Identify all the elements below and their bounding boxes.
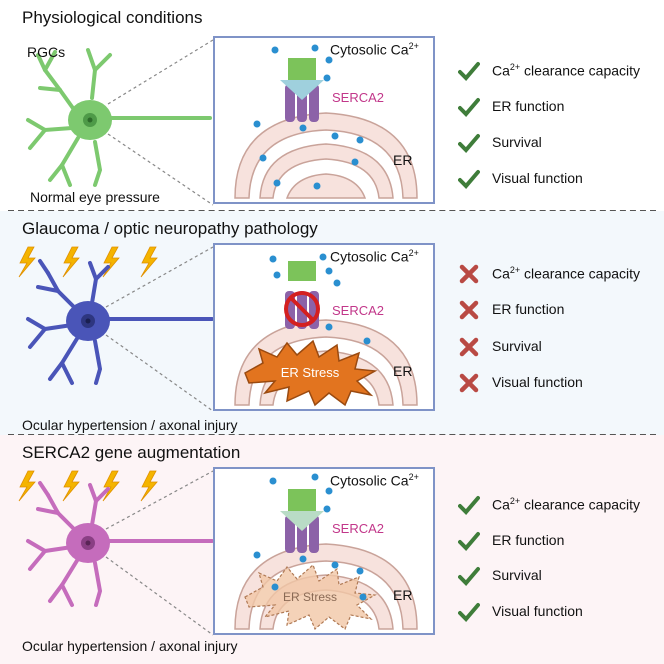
cytosolic-ca-label: Cytosolic Ca2+ — [330, 248, 419, 265]
outcome-visual-function: Visual function — [458, 372, 658, 394]
check-icon — [458, 98, 480, 117]
er-detail-box: Cytosolic Ca2+ SERCA2 ER — [213, 36, 435, 204]
outcome-survival: Survival — [458, 565, 658, 587]
outcome-ca-clearance: Ca2+ clearance capacity — [458, 494, 658, 516]
cytosolic-ca-label: Cytosolic Ca2+ — [330, 41, 419, 58]
outcome-ca-clearance: Ca2+ clearance capacity — [458, 263, 658, 285]
check-icon — [458, 603, 480, 622]
cross-icon — [459, 300, 479, 320]
er-schematic — [234, 253, 418, 407]
lightning-icon — [18, 470, 36, 502]
er-stress-label: ER Stress — [280, 365, 340, 380]
lightning-icon — [102, 246, 120, 278]
lightning-icon — [62, 246, 80, 278]
er-label: ER — [393, 587, 413, 603]
cross-icon — [459, 264, 479, 284]
check-icon — [458, 496, 480, 515]
rgc-neuron-normal-icon — [26, 39, 214, 206]
panel-serca2-augmentation: SERCA2 gene augmentation Ocular hyperten… — [0, 435, 664, 664]
lightning-icon — [18, 246, 36, 278]
outcome-er-function: ER function — [458, 530, 658, 552]
check-icon — [458, 567, 480, 586]
panel-title: SERCA2 gene augmentation — [22, 443, 241, 462]
check-icon — [458, 62, 480, 81]
cross-icon — [459, 337, 479, 357]
er-detail-box: Cytosolic Ca2+ SERCA2 ER ER Stress — [213, 467, 435, 635]
er-schematic — [234, 44, 418, 199]
lightning-icon — [102, 470, 120, 502]
outcome-ca-clearance: Ca2+ clearance capacity — [458, 60, 658, 82]
outcome-er-function: ER function — [458, 96, 658, 118]
outcome-survival: Survival — [458, 132, 658, 154]
serca2-label: SERCA2 — [332, 303, 385, 318]
er-label: ER — [393, 152, 413, 168]
cross-icon — [459, 373, 479, 393]
panel-title: Physiological conditions — [22, 8, 203, 27]
check-icon — [458, 532, 480, 551]
check-icon — [458, 134, 480, 153]
blocked-icon — [284, 291, 320, 327]
serca2-label: SERCA2 — [332, 521, 385, 536]
lightning-icon — [62, 470, 80, 502]
lightning-icon — [140, 246, 158, 278]
rgc-neuron-glaucoma-icon — [18, 246, 214, 412]
panel-physiological: Physiological conditions RGCs Normal eye… — [0, 0, 664, 211]
condition-caption: Ocular hypertension / axonal injury — [22, 638, 238, 654]
check-icon — [458, 170, 480, 189]
condition-caption: Ocular hypertension / axonal injury — [22, 417, 238, 433]
rgc-neuron-augmented-icon — [18, 470, 214, 636]
outcome-visual-function: Visual function — [458, 168, 658, 190]
er-stress-burst-icon — [244, 339, 378, 407]
serca2-label: SERCA2 — [332, 90, 385, 105]
rgcs-label: RGCs — [27, 44, 66, 60]
faded-er-stress-burst-icon — [244, 563, 377, 630]
lightning-icon — [140, 470, 158, 502]
outcome-survival: Survival — [458, 336, 658, 358]
outcome-er-function: ER function — [458, 299, 658, 321]
er-detail-box: Cytosolic Ca2+ SERCA2 ER ER Stress — [213, 243, 435, 411]
panel-title: Glaucoma / optic neuropathy pathology — [22, 219, 318, 238]
er-stress-label: ER Stress — [282, 590, 337, 604]
cytosolic-ca-label: Cytosolic Ca2+ — [330, 472, 419, 489]
outcome-visual-function: Visual function — [458, 601, 658, 623]
panel-glaucoma: Glaucoma / optic neuropathy pathology Oc… — [0, 211, 664, 435]
er-schematic — [234, 473, 418, 630]
er-label: ER — [393, 363, 413, 379]
condition-caption: Normal eye pressure — [30, 189, 160, 205]
